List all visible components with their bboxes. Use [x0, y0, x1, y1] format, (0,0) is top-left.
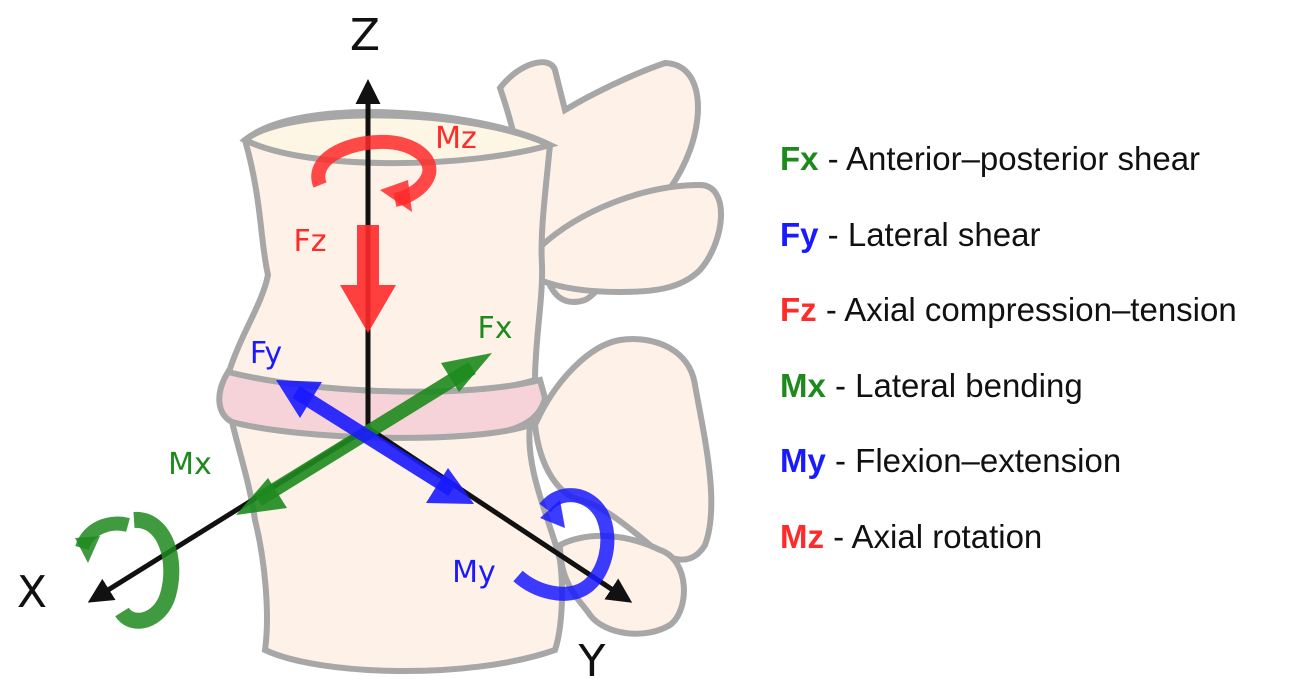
legend-code-fz: Fz — [780, 291, 817, 328]
legend-description-fz: Axial compression–tension — [844, 291, 1237, 328]
legend-separator: - — [819, 140, 847, 177]
legend: Fx - Anterior–posterior shear Fy - Later… — [780, 132, 1299, 585]
z-axis-label: Z — [350, 10, 380, 61]
legend-code-fx: Fx — [780, 140, 819, 177]
legend-item-fz: Fz - Axial compression–tension — [780, 283, 1299, 359]
mz-label: Mz — [435, 121, 477, 156]
mx-moment-head — [75, 536, 100, 563]
legend-separator: - — [817, 291, 845, 328]
x-axis-label: X — [17, 567, 47, 618]
legend-item-fx: Fx - Anterior–posterior shear — [780, 132, 1299, 208]
legend-description-my: Flexion–extension — [855, 442, 1121, 479]
legend-separator: - — [824, 518, 852, 555]
legend-item-mz: Mz - Axial rotation — [780, 510, 1299, 586]
legend-code-mx: Mx — [780, 367, 826, 404]
fz-arrow-shaft — [357, 225, 379, 285]
fx-label: Fx — [477, 311, 512, 346]
legend-description-fy: Lateral shear — [848, 216, 1041, 253]
y-axis-label: Y — [578, 636, 606, 679]
fy-label: Fy — [250, 336, 282, 371]
legend-code-my: My — [780, 442, 826, 479]
legend-code-mz: Mz — [780, 518, 824, 555]
spine-load-diagram: Z X Y Fz Mz Fx Fy Mx My — [0, 0, 740, 679]
legend-separator: - — [826, 367, 855, 404]
my-label: My — [452, 555, 496, 590]
mx-label: Mx — [168, 447, 212, 482]
legend-item-my: My - Flexion–extension — [780, 434, 1299, 510]
mx-moment-arc — [122, 520, 171, 621]
legend-separator: - — [819, 216, 848, 253]
legend-description-mz: Axial rotation — [852, 518, 1043, 555]
legend-description-mx: Lateral bending — [855, 367, 1083, 404]
legend-item-fy: Fy - Lateral shear — [780, 208, 1299, 284]
fz-label: Fz — [293, 224, 326, 259]
legend-description-fx: Anterior–posterior shear — [846, 140, 1200, 177]
legend-separator: - — [826, 442, 855, 479]
legend-code-fy: Fy — [780, 216, 819, 253]
legend-item-mx: Mx - Lateral bending — [780, 359, 1299, 435]
